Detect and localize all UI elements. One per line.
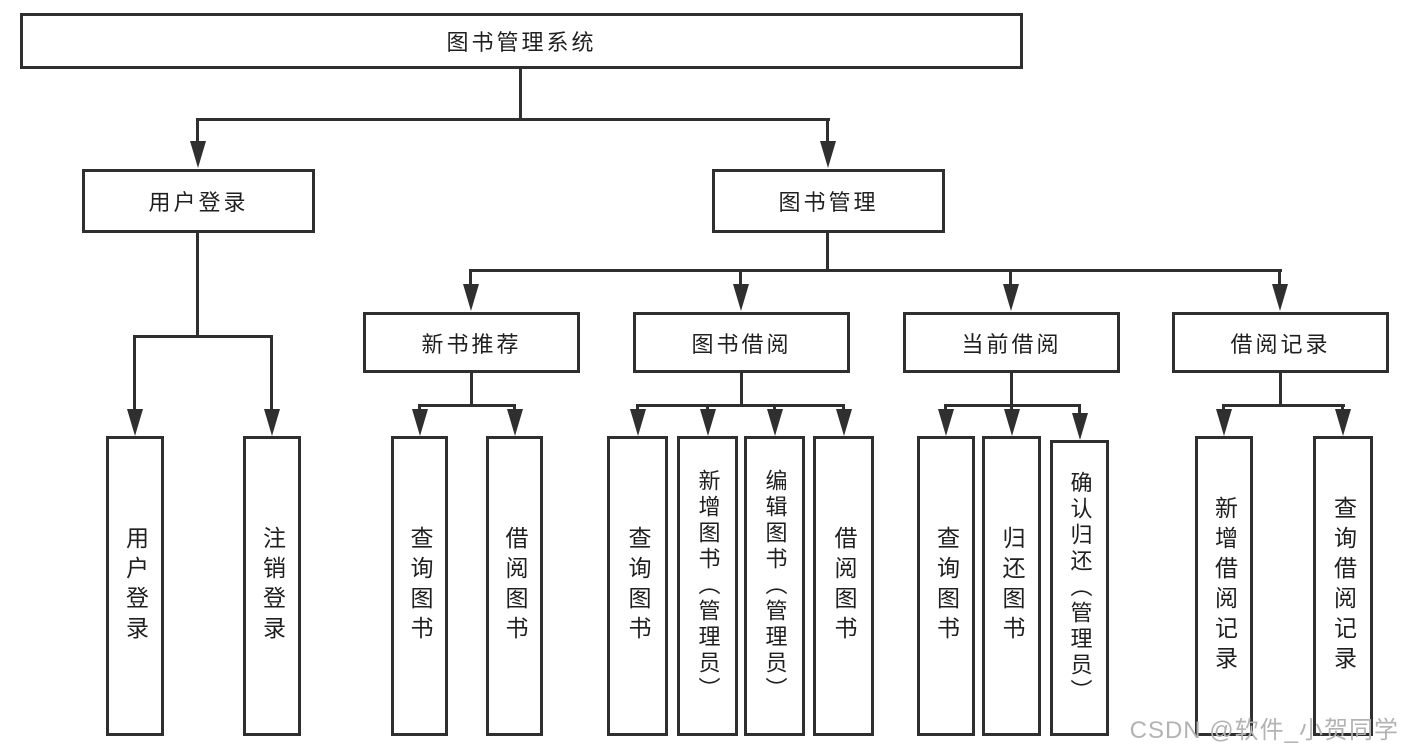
leaf-add-books-admin: 新增图书（管理员） (677, 436, 738, 736)
connector-line (1278, 269, 1281, 290)
connector-line (1279, 373, 1282, 406)
leaf-logout: 注销登录 (243, 436, 301, 736)
node-label: 查询图书 (625, 526, 651, 646)
node-label: 图书借阅 (691, 331, 792, 357)
leaf-add-borrow-record: 新增借阅记录 (1195, 436, 1253, 736)
leaf-query-books-borrow: 查询图书 (607, 436, 668, 736)
arrow-down-icon (630, 409, 646, 436)
connector-line (1009, 269, 1012, 290)
node-label: 图书管理 (778, 190, 879, 215)
node-label: 借阅图书 (502, 526, 528, 646)
connector-line (826, 233, 829, 271)
connector-line (1222, 404, 1345, 407)
connector-line (739, 269, 742, 290)
csdn-watermark: CSDN @软件_小贺同学 (1129, 717, 1399, 744)
connector-line (740, 373, 743, 406)
node-label: 当前借阅 (961, 331, 1062, 357)
connector-line (133, 335, 136, 411)
arrow-down-icon (700, 409, 716, 436)
node-label: 借阅图书 (831, 526, 857, 646)
connector-line (519, 69, 522, 120)
connector-line (197, 118, 830, 121)
arrow-down-icon (1003, 284, 1019, 311)
node-label: 确认归还（管理员） (1067, 471, 1093, 705)
connector-line (636, 404, 845, 407)
arrow-down-icon (463, 284, 479, 311)
arrow-down-icon (1335, 409, 1351, 436)
node-label: 查询图书 (407, 526, 433, 646)
node-borrow-records: 借阅记录 (1172, 312, 1389, 373)
node-new-book-recommend: 新书推荐 (363, 312, 580, 373)
connector-line (196, 118, 199, 150)
node-user-login: 用户登录 (82, 169, 315, 233)
arrow-down-icon (733, 284, 749, 311)
node-label: 借阅记录 (1230, 331, 1331, 357)
connector-line (826, 118, 829, 150)
connector-line (1010, 373, 1013, 406)
arrow-down-icon (767, 409, 783, 436)
leaf-user-login: 用户登录 (106, 436, 164, 736)
node-root-library-system: 图书管理系统 (20, 13, 1023, 69)
leaf-query-borrow-record: 查询借阅记录 (1313, 436, 1373, 736)
node-label: 新书推荐 (421, 331, 522, 357)
arrow-down-icon (1272, 284, 1288, 311)
node-label: 图书管理系统 (446, 30, 597, 55)
leaf-borrow-books: 借阅图书 (813, 436, 874, 736)
node-book-management: 图书管理 (712, 169, 945, 233)
arrow-down-icon (412, 409, 428, 436)
arrow-down-icon (820, 141, 836, 168)
node-label: 查询图书 (933, 526, 960, 646)
arrow-down-icon (190, 141, 206, 168)
connector-line (133, 335, 273, 338)
node-book-borrow: 图书借阅 (633, 312, 850, 373)
leaf-edit-books-admin: 编辑图书（管理员） (744, 436, 805, 736)
leaf-query-books-recommend: 查询图书 (391, 436, 448, 736)
leaf-borrow-books-recommend: 借阅图书 (486, 436, 543, 736)
leaf-return-books: 归还图书 (982, 436, 1041, 736)
node-label: 注销登录 (259, 526, 286, 646)
arrow-down-icon (507, 409, 523, 436)
connector-line (270, 335, 273, 411)
node-label: 新增图书（管理员） (695, 469, 721, 703)
arrow-down-icon (127, 409, 143, 436)
node-label: 新增借阅记录 (1211, 496, 1238, 676)
connector-line (1078, 404, 1081, 417)
arrow-down-icon (836, 409, 852, 436)
arrow-down-icon (938, 409, 954, 436)
node-current-borrow: 当前借阅 (903, 312, 1120, 373)
node-label: 编辑图书（管理员） (762, 469, 788, 703)
connector-line (469, 269, 472, 290)
arrow-down-icon (1004, 409, 1020, 436)
arrow-down-icon (1216, 409, 1232, 436)
connector-line (196, 233, 199, 337)
arrow-down-icon (264, 409, 280, 436)
node-label: 用户登录 (122, 526, 149, 646)
node-label: 用户登录 (148, 190, 249, 215)
arrow-down-icon (1072, 413, 1088, 440)
leaf-confirm-return-admin: 确认归还（管理员） (1050, 440, 1109, 736)
connector-line (470, 269, 1282, 272)
node-label: 归还图书 (999, 526, 1025, 646)
leaf-query-books-current: 查询图书 (917, 436, 975, 736)
connector-line (418, 404, 516, 407)
node-label: 查询借阅记录 (1330, 496, 1357, 676)
connector-line (470, 373, 473, 406)
